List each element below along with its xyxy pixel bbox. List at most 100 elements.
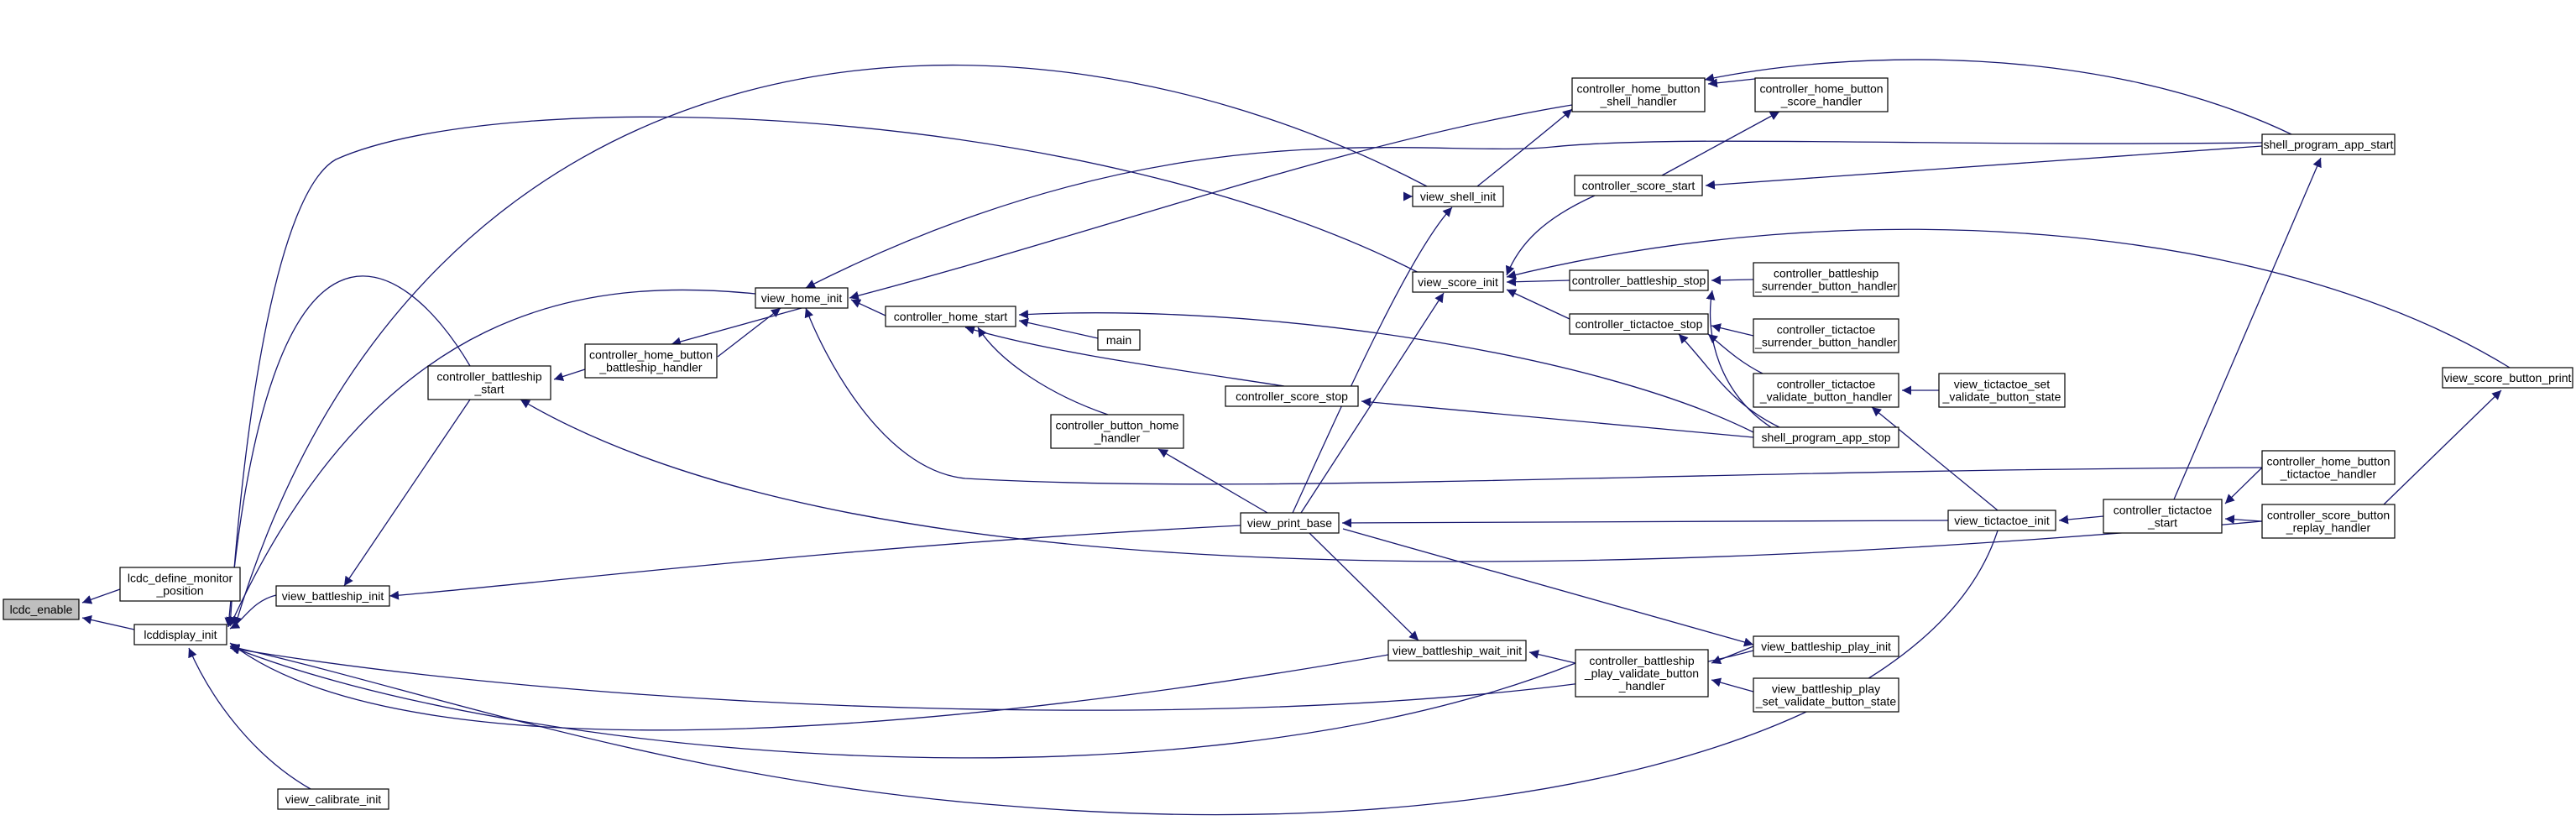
edge-view_tictactoe_init-to-lcddisplay_init (229, 530, 1999, 816)
edge-view_home_init-to-ctrl_home_btn_battleship (671, 307, 802, 347)
node-view-battleship-play-init[interactable]: view_battleship_play_init (1753, 635, 1899, 657)
edge-ctrl_home_btn_tictactoe-to-ctrl_tictactoe_start (2224, 467, 2263, 504)
edge-ctrl_battleship_stop-to-view_score_init (1506, 277, 1570, 287)
node-view-tictactoe-set[interactable]: view_tictactoe_set_validate_button_state (1938, 373, 2066, 408)
node-box (3, 598, 80, 620)
node-box (584, 343, 718, 379)
node-box (2261, 450, 2396, 485)
node-ctrl-home-btn-score[interactable]: controller_home_button_score_handler (1754, 77, 1889, 112)
node-lcdc-define[interactable]: lcdc_define_monitor_position (119, 567, 241, 602)
node-label-line: controller_home_button (1759, 82, 1883, 96)
node-label-line: view_home_init (761, 291, 843, 305)
node-ctrl-score-btn-replay[interactable]: controller_score_button_replay_handler (2261, 504, 2396, 539)
edge-shell_program_app_stop-to-ctrl_battleship_stop (1706, 290, 1772, 428)
node-view-score-button-print[interactable]: view_score_button_print (2442, 367, 2573, 389)
node-box (1571, 77, 1706, 112)
edge-ctrl_home_btn_shell-to-view_home_init (849, 104, 1573, 301)
node-ctrl-home-btn-shell[interactable]: controller_home_button_shell_handler (1571, 77, 1706, 112)
node-label-line: view_print_base (1247, 516, 1332, 530)
node-view-home-init[interactable]: view_home_init (755, 287, 849, 309)
node-box (1753, 426, 1899, 448)
node-ctrl-tictactoe-surrender[interactable]: controller_tictactoe_surrender_button_ha… (1753, 318, 1899, 353)
node-box (1412, 271, 1504, 293)
node-box (1574, 175, 1703, 196)
edge-view_print_base-to-view_score_init (1300, 292, 1445, 514)
node-label-line: controller_tictactoe_stop (1575, 317, 1703, 331)
edge-ctrl_tictactoe_stop-to-view_score_init (1506, 289, 1570, 320)
node-lcdc-enable[interactable]: lcdc_enable (3, 598, 80, 620)
edge-ctrl_battleship_start-to-lcddisplay_init (224, 275, 471, 628)
node-shell-program-app-start[interactable]: shell_program_app_start (2261, 133, 2396, 155)
node-label-line: controller_button_home (1055, 419, 1178, 432)
node-main[interactable]: main (1097, 329, 1141, 351)
node-view-print-base[interactable]: view_print_base (1240, 512, 1340, 534)
node-box (2261, 504, 2396, 539)
edge-shell_program_app_start-to-ctrl_home_btn_shell (1704, 59, 2292, 135)
node-view-battleship-wait-init[interactable]: view_battleship_wait_init (1387, 640, 1527, 661)
edge-ctrl_score_start-to-view_score_init (1505, 195, 1596, 276)
node-box (427, 365, 551, 400)
node-ctrl-battleship-surrender[interactable]: controller_battleship_surrender_button_h… (1753, 262, 1899, 297)
node-view-calibrate-init[interactable]: view_calibrate_init (277, 788, 389, 810)
node-ctrl-home-btn-battleship[interactable]: controller_home_button_battleship_handle… (584, 343, 718, 379)
node-ctrl-home-start[interactable]: controller_home_start (885, 306, 1016, 327)
node-label-line: view_battleship_play (1772, 682, 1880, 696)
edge-view_battleship_wait_init-to-lcddisplay_init (229, 642, 1389, 731)
node-label-line: controller_battleship (1774, 267, 1879, 280)
node-box (1575, 649, 1709, 698)
node-view-battleship-play-set[interactable]: view_battleship_play_set_validate_button… (1753, 677, 1899, 713)
node-ctrl-tictactoe-start[interactable]: controller_tictactoe_start (2103, 499, 2223, 534)
node-ctrl-tictactoe-validate[interactable]: controller_tictactoe_validate_button_han… (1753, 373, 1899, 408)
node-label-line: controller_home_start (894, 310, 1008, 323)
node-label-line: view_tictactoe_init (1954, 514, 2050, 527)
node-box (1097, 329, 1141, 351)
node-view-shell-init[interactable]: view_shell_init (1412, 186, 1504, 207)
edge-ctrl_btn_home_handler-to-ctrl_home_start (977, 327, 1109, 416)
edge-ctrl_home_start-to-view_home_init (850, 299, 886, 316)
node-ctrl-score-start[interactable]: controller_score_start (1574, 175, 1703, 196)
node-shell-program-app-stop[interactable]: shell_program_app_stop (1753, 426, 1899, 448)
node-box (755, 287, 849, 309)
edge-view_print_base-to-view_battleship_play_init (1342, 528, 1754, 647)
node-label-line: controller_score_button (2267, 509, 2390, 522)
node-lcddisplay-init[interactable]: lcddisplay_init (133, 624, 227, 645)
node-ctrl-battleship-stop[interactable]: controller_battleship_stop (1569, 269, 1709, 291)
node-ctrl-score-stop[interactable]: controller_score_stop (1225, 385, 1359, 407)
node-ctrl-tictactoe-stop[interactable]: controller_tictactoe_stop (1569, 313, 1709, 335)
node-box (119, 567, 241, 602)
node-box (1569, 269, 1709, 291)
node-label-line: view_score_init (1418, 275, 1498, 289)
node-label-line: controller_home_button (1576, 82, 1700, 96)
node-label-line: controller_battleship_stop (1572, 274, 1706, 287)
node-label-line: _battleship_handler (598, 361, 703, 374)
node-box (2442, 367, 2573, 389)
node-ctrl-home-btn-tictactoe[interactable]: controller_home_button_tictactoe_handler (2261, 450, 2396, 485)
node-box (1753, 318, 1899, 353)
edge-view_tictactoe_init-to-view_print_base (1341, 518, 1949, 528)
node-view-battleship-init[interactable]: view_battleship_init (275, 585, 390, 607)
node-label-line: view_calibrate_init (285, 792, 382, 806)
edge-ctrl_score_start-to-ctrl_home_btn_score (1661, 111, 1780, 176)
node-label-line: _validate_button_handler (1759, 390, 1893, 404)
edge-main-to-ctrl_home_start (1018, 318, 1099, 339)
node-view-score-init[interactable]: view_score_init (1412, 271, 1504, 293)
edge-shell_program_app_stop-to-ctrl_tictactoe_stop (1678, 333, 1780, 428)
node-label-line: lcdc_define_monitor (128, 572, 233, 585)
node-ctrl-battleship-play-validate[interactable]: controller_battleship_play_validate_butt… (1575, 649, 1709, 698)
node-box (1753, 262, 1899, 297)
node-box (1947, 510, 2056, 531)
edge-view_print_base-to-view_shell_init (1292, 206, 1453, 514)
edge-ctrl_battleship_start-to-view_battleship_init (343, 399, 471, 587)
node-box (2261, 133, 2396, 155)
node-box (1753, 373, 1899, 408)
node-label-line: _start (473, 383, 504, 396)
edge-ctrl_score_btn_replay-to-ctrl_battleship_start (520, 399, 2263, 562)
node-ctrl-battleship-start[interactable]: controller_battleship_start (427, 365, 551, 400)
node-label-line: controller_tictactoe (1777, 323, 1876, 337)
node-ctrl-btn-home-handler[interactable]: controller_button_home_handler (1050, 414, 1184, 449)
node-label-line: _position (155, 584, 203, 598)
node-view-tictactoe-init[interactable]: view_tictactoe_init (1947, 510, 2056, 531)
edge-lcddisplay_init-to-lcdc_enable (81, 615, 135, 630)
node-label-line: _set_validate_button_state (1755, 695, 1897, 708)
edge-ctrl_score_stop-to-ctrl_home_start (964, 325, 1285, 387)
